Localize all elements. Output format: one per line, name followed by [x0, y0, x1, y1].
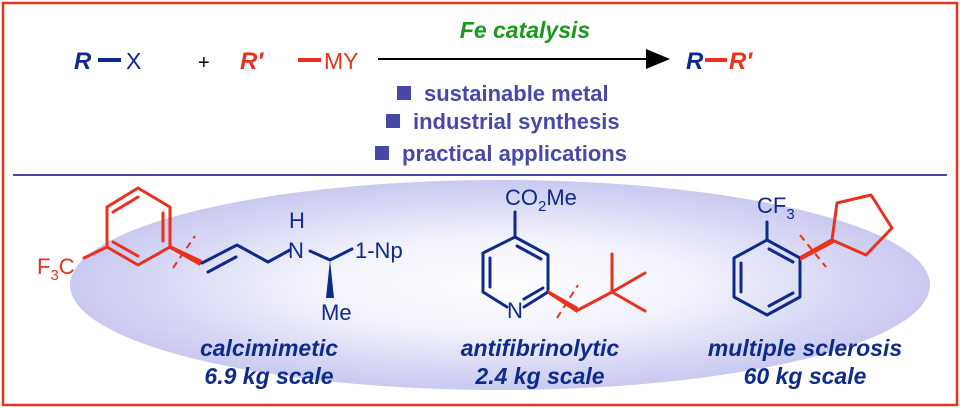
arrow-label: Fe catalysis	[460, 17, 590, 43]
cf3-label: CF3	[757, 193, 795, 223]
product-r2: R′	[729, 48, 753, 75]
reactant2-r: R′	[240, 48, 264, 75]
reactant2-my: MY	[324, 48, 359, 74]
molecule-calcimimetic: F3C H N 1-Np Me calcimimetic 6.9 kg scal…	[37, 186, 403, 389]
background-ellipse	[70, 180, 930, 390]
caption: antifibrinolytic	[461, 335, 620, 361]
bullet-square	[397, 86, 411, 100]
plus-sign: +	[198, 52, 210, 74]
reactant1-x: X	[126, 48, 141, 74]
reactant1-r: R	[74, 48, 92, 75]
molecule-multiple-sclerosis: CF3 multiple sclerosis 60 kg scale	[708, 193, 902, 389]
bullet-square	[386, 114, 400, 128]
reaction-scheme: R X + R′ MY Fe catalysis R R′ sustainabl…	[74, 17, 753, 166]
scale-label: 6.9 kg scale	[204, 363, 333, 389]
scale-label: 2.4 kg scale	[474, 363, 604, 389]
scale-label: 60 kg scale	[744, 363, 867, 389]
ester-label: CO2Me	[505, 185, 577, 215]
caption: calcimimetic	[200, 335, 338, 361]
cf3-label: F3C	[37, 254, 75, 284]
h-label: H	[289, 208, 305, 233]
caption: multiple sclerosis	[708, 335, 902, 361]
me-label: Me	[321, 300, 352, 325]
n-label: N	[507, 298, 523, 323]
product-r: R	[686, 48, 704, 75]
bullet-text: practical applications	[402, 141, 627, 166]
bullet-text: industrial synthesis	[413, 109, 620, 134]
bullet-square	[375, 146, 389, 160]
molecule-antifibrinolytic: CO2Me N antifibrinolytic 2.4 kg scale	[461, 185, 647, 389]
bullet-text: sustainable metal	[424, 81, 609, 106]
n-label: N	[288, 238, 304, 263]
np-label: 1-Np	[355, 238, 403, 263]
